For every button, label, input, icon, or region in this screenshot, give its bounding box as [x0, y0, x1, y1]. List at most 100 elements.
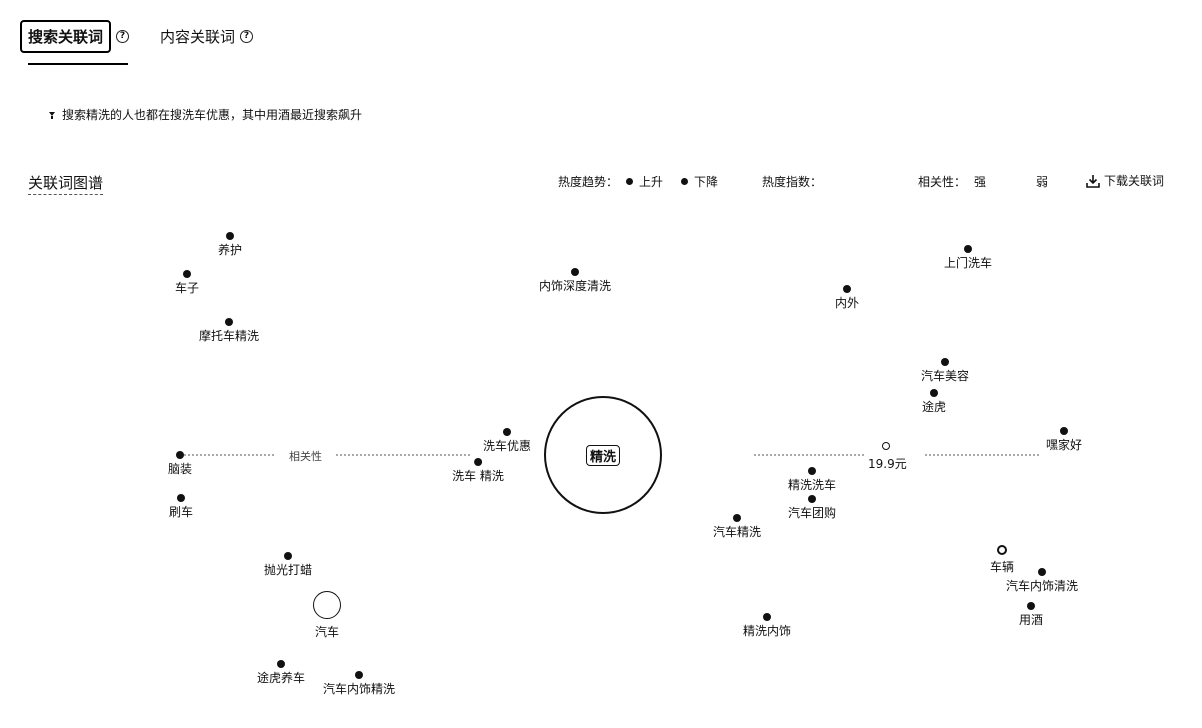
- node-label: 养护: [217, 243, 243, 257]
- keyword-node-ring[interactable]: 车辆: [990, 557, 1014, 574]
- keyword-node[interactable]: 洗车 精洗: [452, 458, 504, 483]
- keyword-node[interactable]: 脑装: [168, 451, 192, 476]
- keyword-node[interactable]: 汽车内饰精洗: [323, 671, 395, 696]
- keyword-node[interactable]: 上门洗车: [944, 245, 992, 270]
- node-dot: [1059, 427, 1068, 435]
- legend-relevance: 相关性： 强 弱: [918, 173, 1048, 190]
- download-label: 下载关联词: [1104, 174, 1165, 188]
- node-dot: [842, 285, 851, 293]
- keyword-node[interactable]: 内饰深度清洗: [539, 268, 611, 293]
- node-dot: [283, 552, 292, 560]
- node-dot: [762, 613, 771, 621]
- node-dot: [225, 232, 234, 240]
- node-label: 途虎: [921, 400, 947, 414]
- insight-banner: 搜索精洗的人也都在搜洗车优惠，其中用酒最近搜索飙升: [46, 106, 362, 123]
- node-label: 汽车内饰清洗: [1005, 579, 1079, 593]
- node-label: 上门洗车: [943, 256, 993, 270]
- node-label: 洗车优惠: [482, 439, 532, 453]
- keyword-node[interactable]: 内外: [835, 285, 859, 310]
- legend-relevance-label: 相关性：: [918, 175, 967, 189]
- keyword-node[interactable]: 刷车: [169, 494, 193, 519]
- node-dot: [963, 245, 972, 253]
- help-icon[interactable]: ?: [116, 29, 130, 43]
- legend-strong-label: 强: [974, 175, 987, 189]
- legend-up-label: 上升: [639, 175, 664, 189]
- keyword-node[interactable]: 精洗洗车: [788, 467, 836, 492]
- keyword-node[interactable]: 汽车美容: [921, 358, 969, 383]
- node-label: 内外: [834, 296, 860, 310]
- keyword-node[interactable]: 摩托车精洗: [199, 318, 259, 343]
- node-label: 脑装: [167, 462, 193, 476]
- node-label: 汽车: [314, 625, 340, 639]
- legend-trend: 热度趋势： 上升 下降: [558, 173, 718, 190]
- node-label: 精洗内饰: [742, 624, 792, 638]
- keyword-node[interactable]: 汽车精洗: [713, 514, 761, 539]
- keyword-node[interactable]: 洗车优惠: [483, 428, 531, 453]
- node-dot: [354, 671, 363, 679]
- node-label: 摩托车精洗: [198, 329, 260, 343]
- node-dot: [1037, 568, 1046, 576]
- node-dot: [224, 318, 233, 326]
- tab-label: 搜索关联词: [20, 19, 112, 53]
- node-label: 汽车团购: [787, 506, 837, 520]
- node-dot: [182, 270, 191, 278]
- legend-down-label: 下降: [694, 175, 719, 189]
- keyword-node[interactable]: 精洗内饰: [743, 613, 791, 638]
- node-label: 汽车精洗: [712, 525, 762, 539]
- active-tab-indicator: [28, 63, 128, 65]
- keyword-node[interactable]: 汽车团购: [788, 495, 836, 520]
- download-icon: [1086, 174, 1100, 188]
- axis-label-relevance: 相关性: [287, 448, 324, 464]
- node-label: 车子: [174, 281, 200, 295]
- node-dot: [929, 389, 938, 397]
- legend-dot-up: [626, 178, 634, 185]
- node-dot: [1026, 602, 1035, 610]
- keyword-node[interactable]: 途虎: [922, 389, 946, 414]
- node-small-ring[interactable]: [882, 442, 890, 450]
- legend-index-label: 热度指数：: [762, 175, 823, 189]
- node-label: 抛光打蜡: [263, 563, 313, 577]
- node-large-circle[interactable]: [313, 591, 341, 619]
- node-label: 汽车美容: [920, 369, 970, 383]
- node-ring[interactable]: [997, 545, 1007, 555]
- node-dot: [176, 494, 185, 502]
- node-dot: [276, 660, 285, 668]
- keyword-node[interactable]: 抛光打蜡: [264, 552, 312, 577]
- keyword-node[interactable]: 用酒: [1019, 602, 1043, 627]
- center-keyword-label: 精洗: [585, 444, 620, 466]
- node-dot: [732, 514, 741, 522]
- download-button[interactable]: 下载关联词: [1086, 172, 1164, 189]
- keyword-node-large[interactable]: 汽车: [315, 622, 339, 639]
- legend-trend-label: 热度趋势：: [558, 175, 619, 189]
- tab-content-related[interactable]: 内容关联词 ?: [160, 16, 254, 56]
- node-dot: [807, 467, 816, 475]
- node-dot: [807, 495, 816, 503]
- legend-dot-down: [681, 178, 689, 185]
- keyword-node[interactable]: 养护: [218, 232, 242, 257]
- keyword-node[interactable]: 车子: [175, 270, 199, 295]
- node-label: 嘿家好: [1045, 438, 1083, 452]
- node-label: 内饰深度清洗: [538, 279, 612, 293]
- node-label: 汽车内饰精洗: [322, 682, 396, 696]
- center-keyword-node[interactable]: 精洗: [544, 396, 662, 514]
- node-label: 途虎养车: [256, 671, 306, 685]
- keyword-node[interactable]: 嘿家好: [1046, 427, 1082, 452]
- node-label: 精洗洗车: [787, 478, 837, 492]
- node-dot: [570, 268, 579, 276]
- keyword-node[interactable]: 汽车内饰清洗: [1006, 568, 1078, 593]
- insight-text: 搜索精洗的人也都在搜洗车优惠，其中用酒最近搜索飙升: [62, 108, 363, 122]
- keyword-node[interactable]: 途虎养车: [257, 660, 305, 685]
- help-icon[interactable]: ?: [240, 29, 254, 43]
- node-dot: [175, 451, 184, 459]
- node-dot: [502, 428, 511, 436]
- node-label: 车辆: [989, 560, 1015, 574]
- legend-index: 热度指数：: [762, 173, 822, 190]
- legend-weak-label: 弱: [1036, 175, 1049, 189]
- tab-search-related[interactable]: 搜索关联词 ?: [20, 16, 130, 56]
- node-label: 洗车 精洗: [452, 469, 504, 483]
- price-label: 19.9元: [868, 457, 907, 471]
- node-label: 用酒: [1018, 613, 1044, 627]
- node-label: 刷车: [168, 505, 194, 519]
- graph-title: 关联词图谱: [28, 172, 104, 195]
